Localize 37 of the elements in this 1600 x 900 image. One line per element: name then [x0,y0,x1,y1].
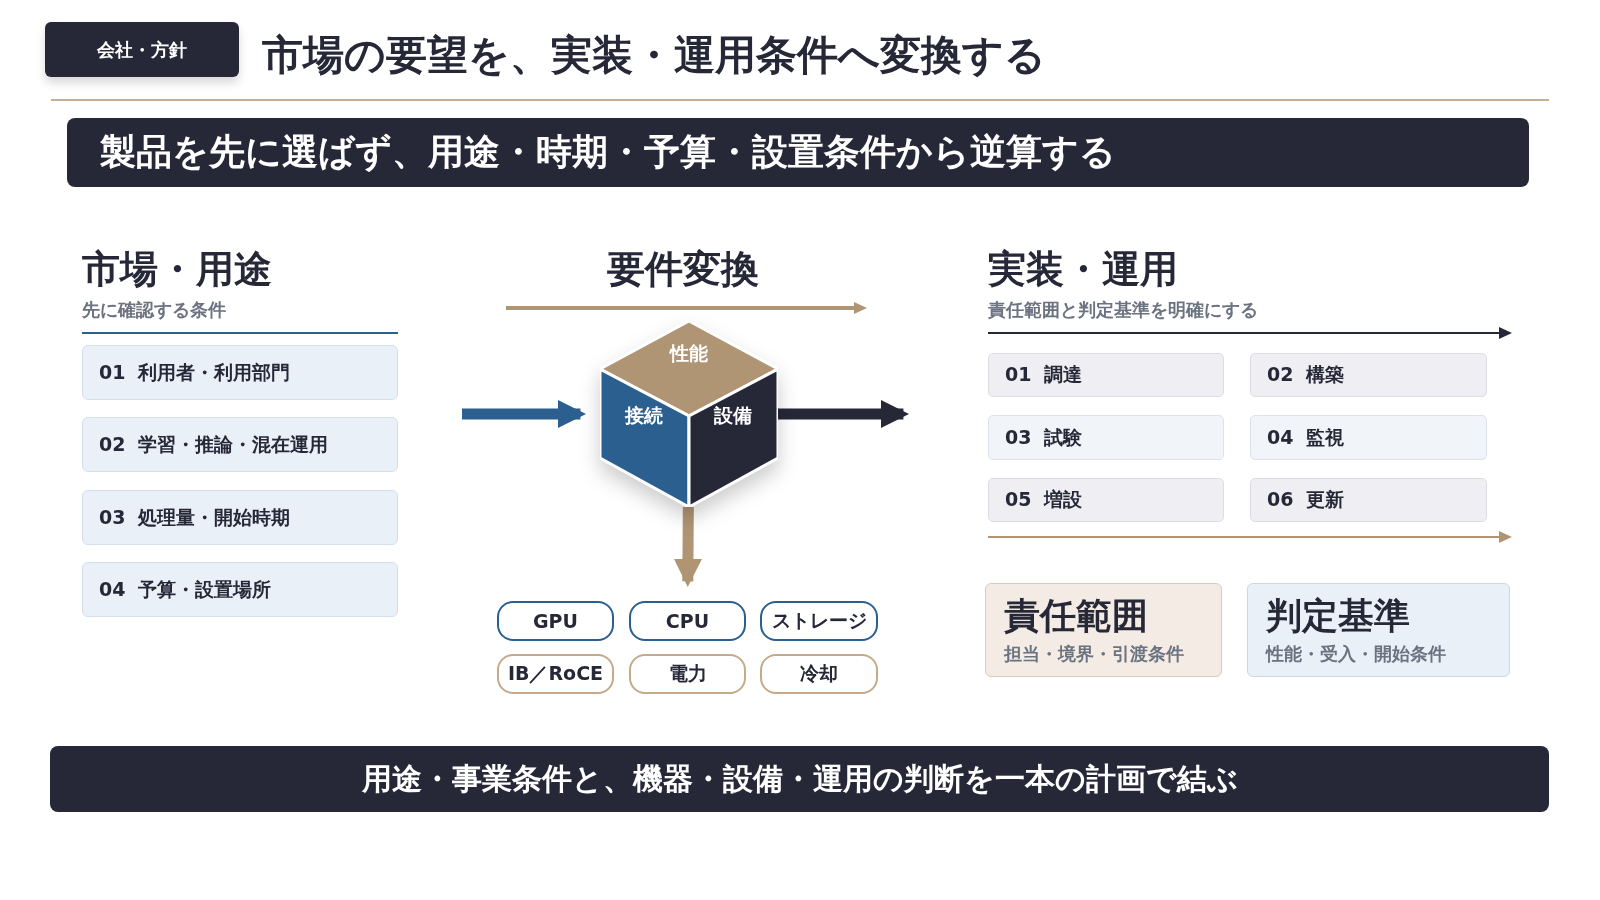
summary-banner: 用途・事業条件と、機器・設備・運用の判断を一本の計画で結ぶ [50,746,1549,812]
condition-item: 03 処理量・開始時期 [82,490,398,545]
component-tag: 冷却 [760,654,878,694]
component-tag: CPU [629,601,746,641]
face-label: 性能 [670,341,708,366]
step-item: 05 増設 [988,478,1224,522]
section-heading: 要件変換 [607,246,759,293]
section-subtitle: 先に確認する条件 [82,298,226,322]
card-subtitle: 担当・境界・引渡条件 [1004,641,1184,666]
scope-card [985,583,1222,677]
card-subtitle: 性能・受入・開始条件 [1266,641,1446,666]
condition-item: 02 学習・推論・混在運用 [82,417,398,472]
arrow [673,506,702,587]
step-item: 04 監視 [1250,415,1487,460]
condition-item: 01 利用者・利用部門 [82,345,398,400]
step-item: 02 構築 [1250,353,1487,397]
step-item: 06 更新 [1250,478,1487,522]
face-label: 接続 [625,403,663,428]
arrow [462,400,586,428]
component-tag: IB／RoCE [497,654,614,694]
arrow [778,400,909,428]
component-tag: GPU [497,601,614,641]
card-heading: 判定基準 [1266,594,1410,638]
page-title: 市場の要望を、実装・運用条件へ変換する [262,30,1046,81]
component-tag: ストレージ [760,601,878,641]
section-heading: 実装・運用 [988,246,1178,293]
section-heading: 市場・用途 [82,246,272,293]
step-item: 03 試験 [988,415,1224,460]
step-item: 01 調達 [988,353,1224,397]
component-tag: 電力 [629,654,746,694]
section-subtitle: 責任範囲と判定基準を明確にする [988,298,1258,322]
criteria-card [1247,583,1510,677]
headline-banner: 製品を先に選ばず、用途・時期・予算・設置条件から逆算する [67,118,1529,187]
category-badge: 会社・方針 [45,22,239,77]
card-heading: 責任範囲 [1004,594,1148,638]
face-label: 設備 [714,403,752,428]
condition-item: 04 予算・設置場所 [82,562,398,617]
